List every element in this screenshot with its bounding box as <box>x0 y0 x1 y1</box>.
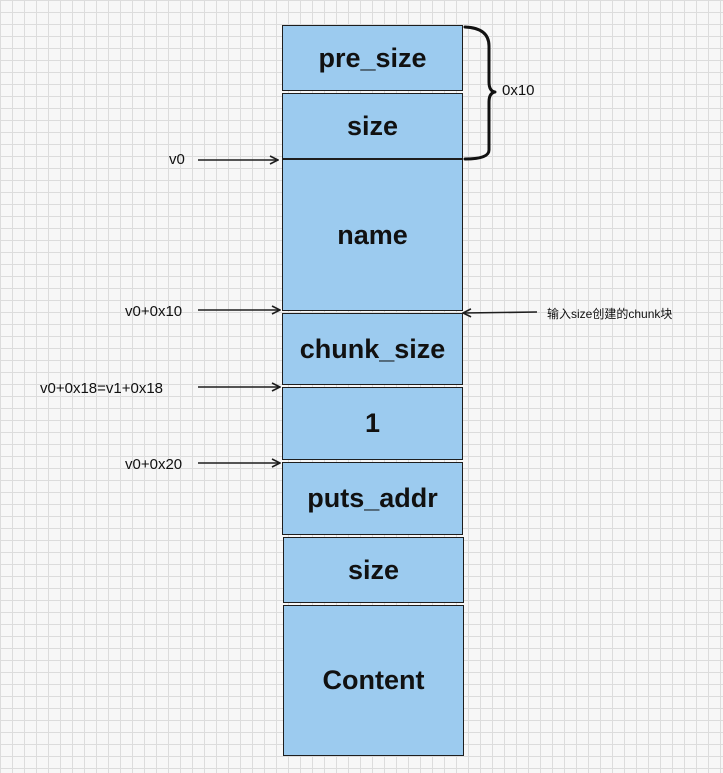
block-size-field-label: size <box>347 554 400 585</box>
pointer-label-v0-plus-0x18: v0+0x18=v1+0x18 <box>40 380 164 397</box>
brace-0x10 <box>463 25 497 161</box>
brace-label: 0x10 <box>502 82 535 99</box>
block-chunk-size-label: chunk_size <box>299 333 446 364</box>
pointer-label-v0: v0 <box>169 151 185 168</box>
arrow-chunk-note <box>463 312 538 313</box>
block-puts-addr: puts_addr <box>282 462 463 535</box>
block-one-label: 1 <box>364 408 381 438</box>
block-size-header-label: size <box>346 110 399 141</box>
block-name-label: name <box>337 219 408 250</box>
block-one: 1 <box>282 387 463 460</box>
chunk-note-label: 输入size创建的chunk块 <box>547 307 673 321</box>
block-size-field: size <box>283 537 464 603</box>
block-puts-addr-label: puts_addr <box>307 483 438 513</box>
block-pre-size: pre_size <box>282 25 463 91</box>
pointer-label-v0-plus-0x20: v0+0x20 <box>125 456 183 473</box>
block-content-label: Content <box>322 665 425 695</box>
block-size-header: size <box>282 93 463 159</box>
block-chunk-size: chunk_size <box>282 313 463 385</box>
block-pre-size-label: pre_size <box>318 42 427 73</box>
block-content: Content <box>283 605 464 756</box>
pointer-label-v0-plus-0x10: v0+0x10 <box>125 303 183 320</box>
block-name: name <box>282 159 463 311</box>
